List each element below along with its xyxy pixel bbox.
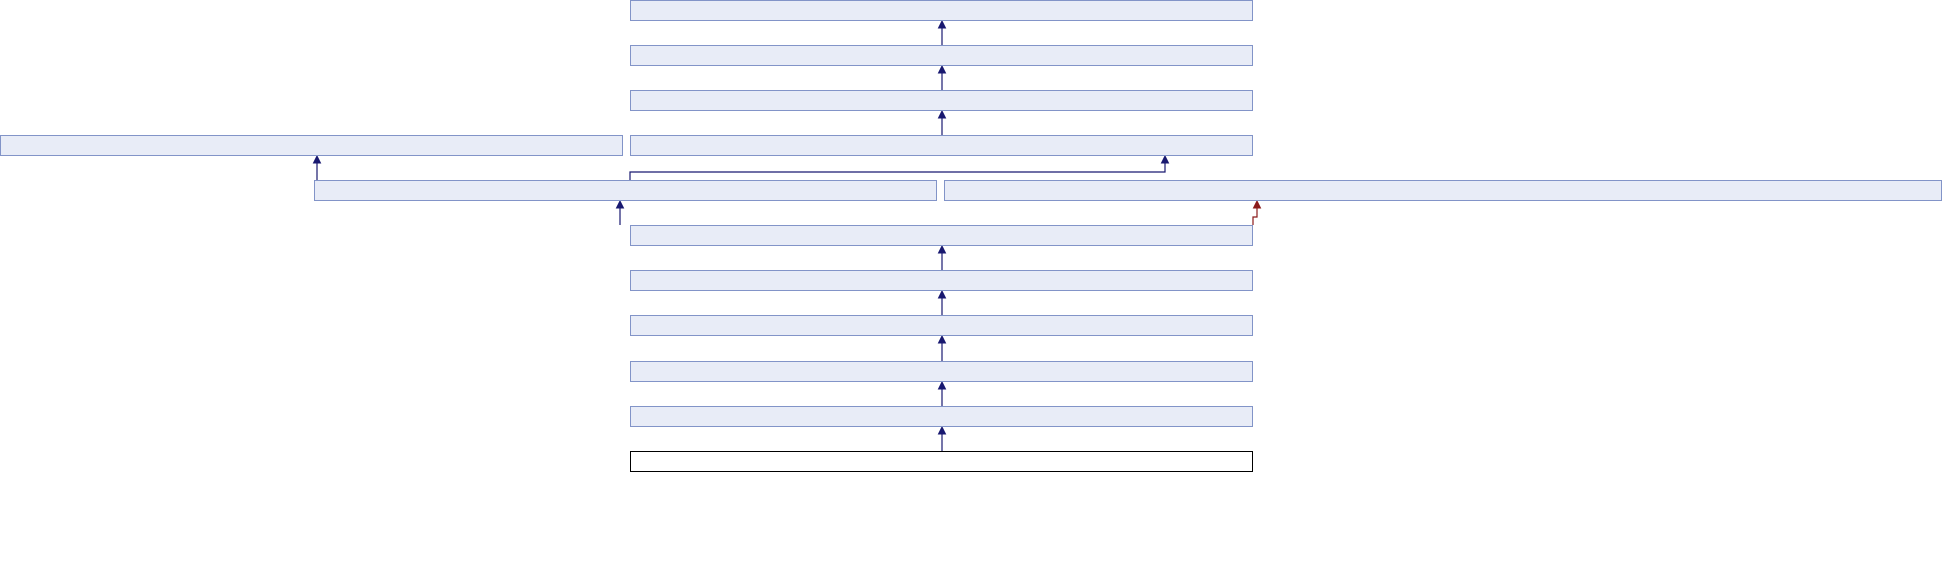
class-node-tf-base[interactable] [944, 180, 1942, 201]
class-node-clonable[interactable] [630, 0, 1253, 21]
class-node-tf-signer-impl [630, 451, 1253, 472]
class-node-tf-signer-base[interactable] [630, 270, 1253, 291]
class-node-tf-object-impl[interactable] [630, 406, 1253, 427]
class-node-private-key-algorithm[interactable] [630, 135, 1253, 156]
class-node-algorithm-impl[interactable] [630, 315, 1253, 336]
class-node-asymmetric-algorithm[interactable] [630, 90, 1253, 111]
class-node-tf-object-impl-base[interactable] [630, 361, 1253, 382]
class-node-pk-signature-scheme[interactable] [0, 135, 623, 156]
class-node-pk-signer[interactable] [314, 180, 937, 201]
class-node-algorithm[interactable] [630, 45, 1253, 66]
class-node-tf-signature-scheme-base[interactable] [630, 225, 1253, 246]
